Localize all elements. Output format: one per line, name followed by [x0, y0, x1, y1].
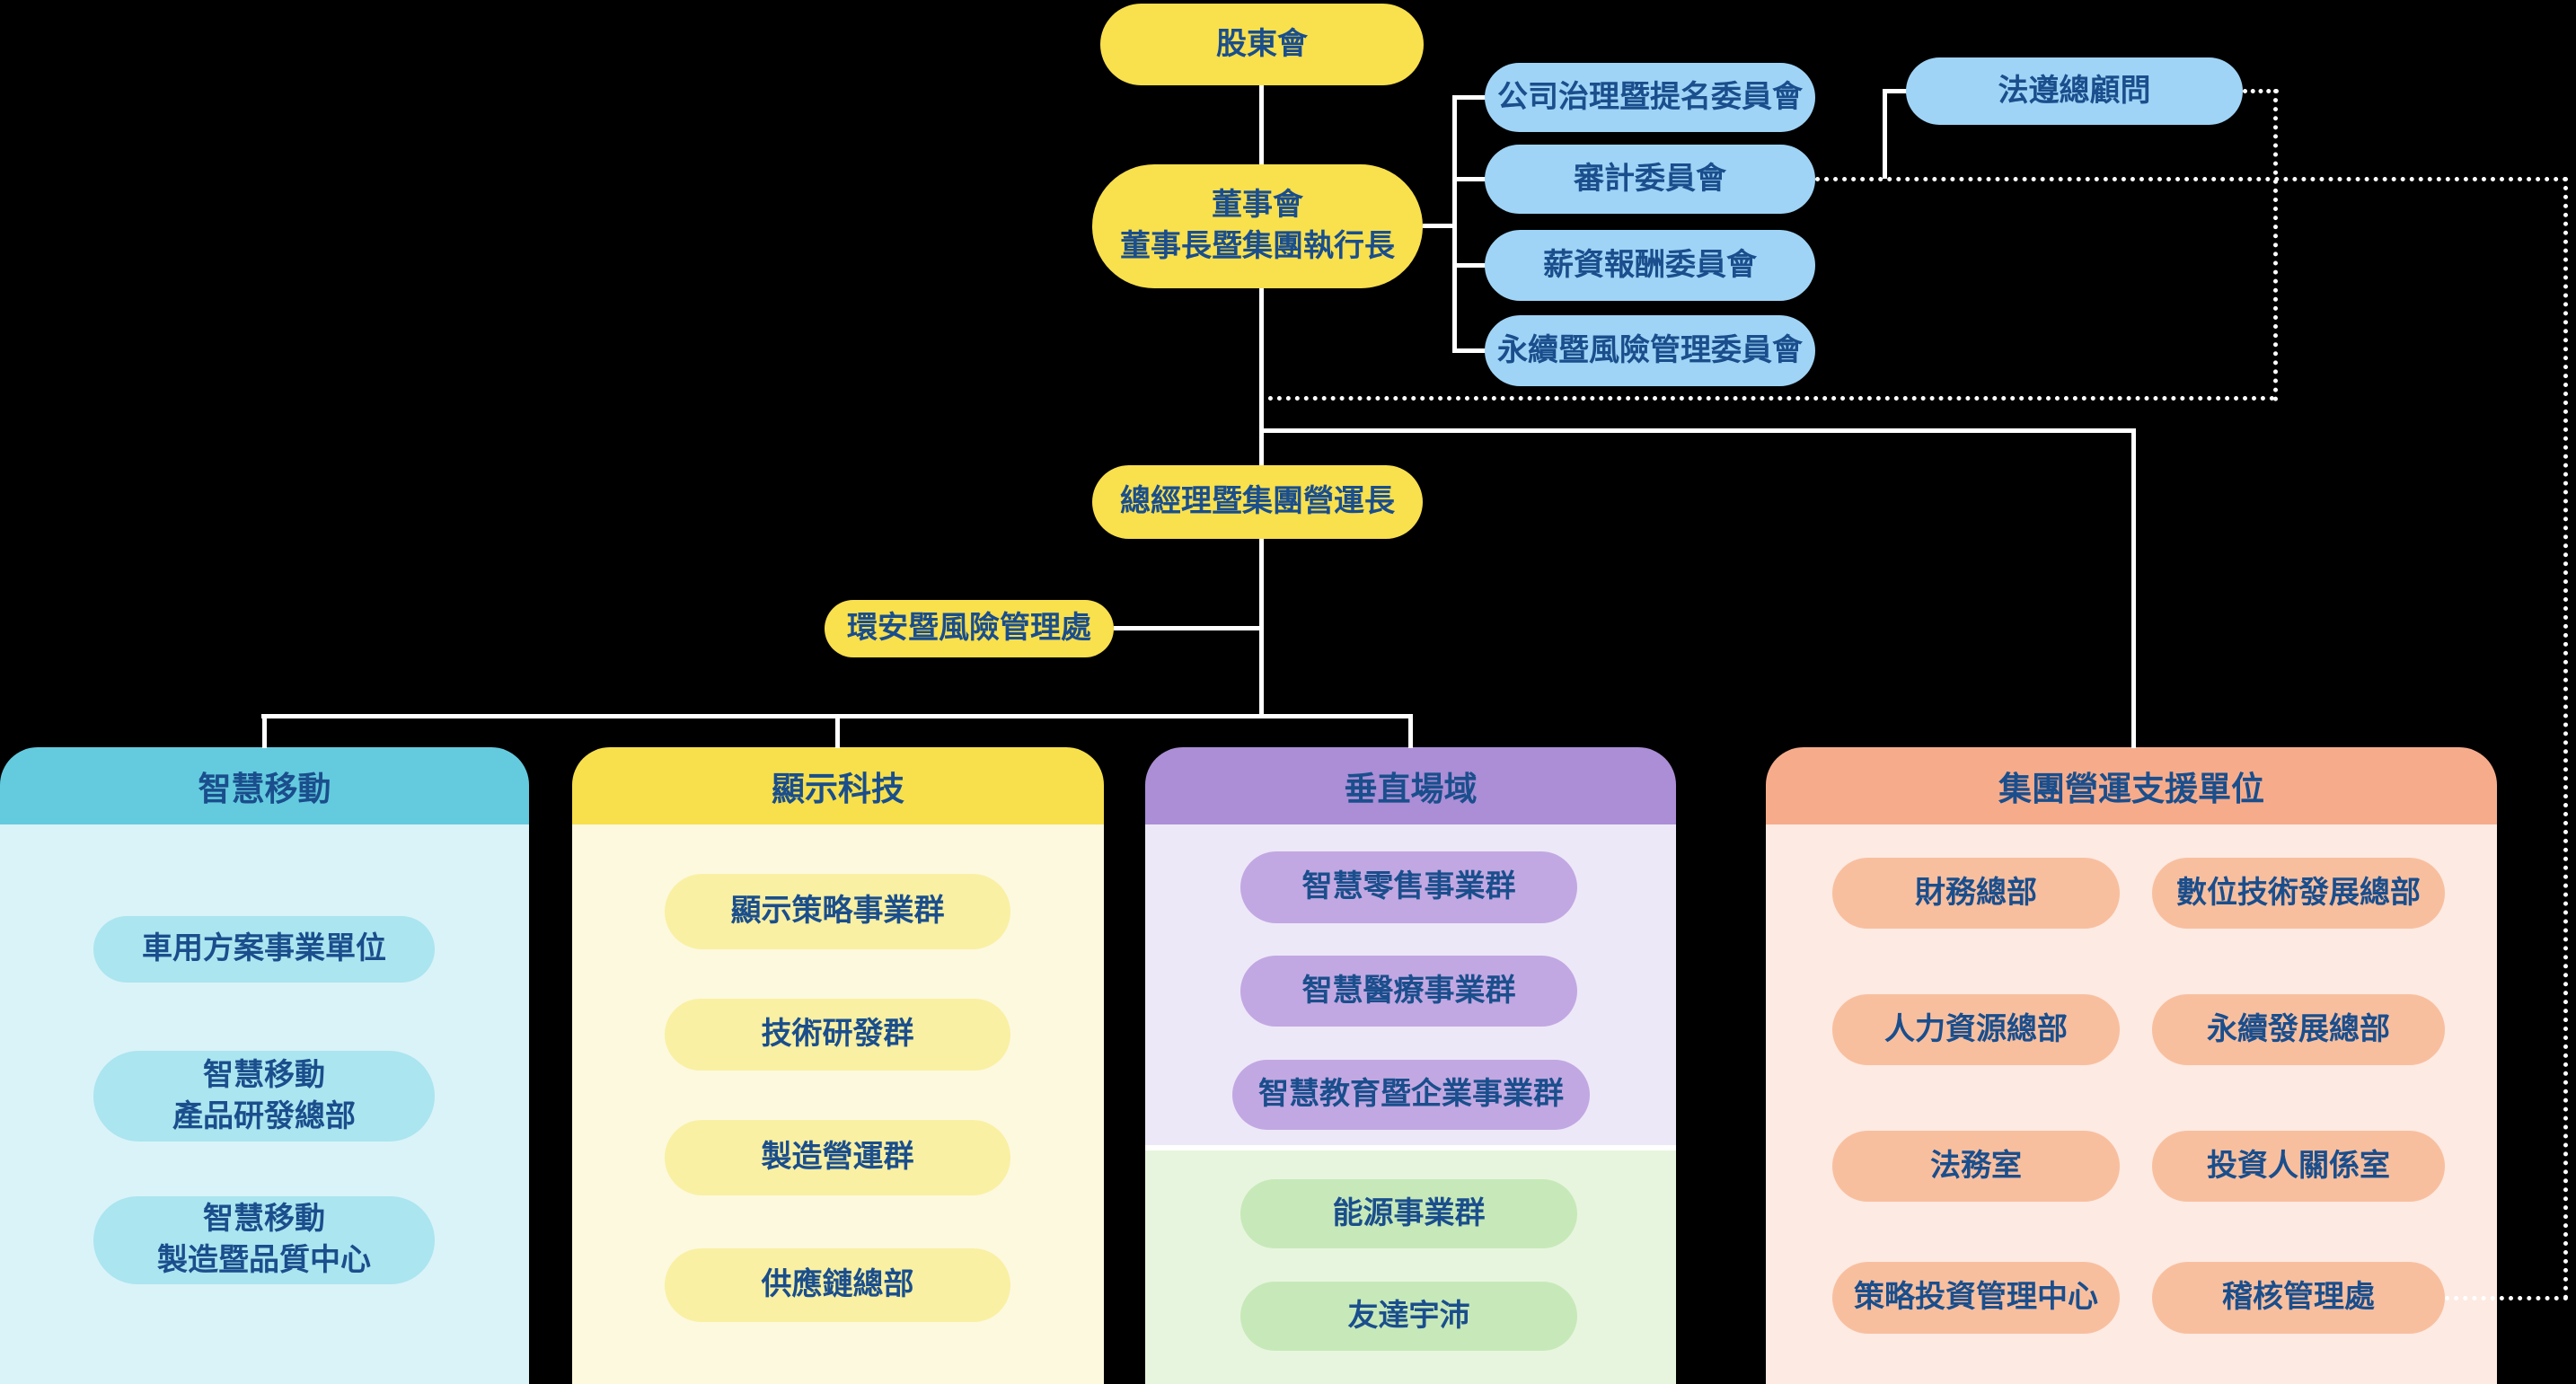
- committee-compensation-box: 薪資報酬委員會: [1485, 230, 1815, 301]
- ehs-office-box: 環安暨風險管理處: [825, 600, 1114, 657]
- line-audit-compliance-horizontal: [1883, 89, 1908, 93]
- unit-supply-chain: 供應鏈總部: [665, 1248, 1010, 1322]
- unit-display-strategy: 顯示策略事業群: [665, 874, 1010, 949]
- unit-automotive-solutions: 車用方案事業單位: [93, 916, 435, 983]
- line-stub-committee-4: [1452, 348, 1486, 353]
- unit-smart-education-enterprise: 智慧教育暨企業事業群: [1232, 1060, 1590, 1130]
- unit-digital-tech-hq: 數位技術發展總部: [2152, 858, 2445, 929]
- dotted-to-internal-audit: [2445, 1296, 2568, 1300]
- line-drop-vertical-domain: [1408, 714, 1413, 748]
- line-drop-smart-mobility: [262, 714, 267, 748]
- committee-governance-nomination-box: 公司治理暨提名委員會: [1485, 63, 1815, 132]
- division-header-smart-mobility: 智慧移動: [0, 747, 529, 824]
- line-shareholders-board: [1259, 85, 1264, 164]
- division-header-display-tech: 顯示科技: [572, 747, 1104, 824]
- line-stub-committee-1: [1452, 95, 1486, 100]
- unit-legal-office: 法務室: [1832, 1131, 2120, 1202]
- line-branch-support: [1259, 428, 2136, 433]
- unit-mobility-mfg-quality: 智慧移動 製造暨品質中心: [93, 1196, 435, 1284]
- unit-internal-audit: 稽核管理處: [2152, 1262, 2445, 1334]
- committee-sustainability-risk-box: 永續暨風險管理委員會: [1485, 315, 1815, 386]
- dotted-compliance-right: [2243, 89, 2279, 93]
- president-box: 總經理暨集團營運長: [1092, 465, 1423, 539]
- unit-sustainability-hq: 永續發展總部: [2152, 994, 2445, 1065]
- division-header-group-support: 集團營運支援單位: [1766, 747, 2497, 824]
- division-header-vertical-domain: 垂直場域: [1145, 747, 1676, 824]
- dotted-right-edge-vertical: [2563, 177, 2568, 1300]
- unit-mobility-product-rd: 智慧移動 產品研發總部: [93, 1051, 435, 1142]
- dotted-audit-right: [1815, 177, 2568, 181]
- dotted-compliance-vertical: [2273, 89, 2278, 401]
- unit-investor-relations: 投資人關係室: [2152, 1131, 2445, 1202]
- line-ehs-connector: [1114, 626, 1262, 630]
- unit-finance-hq: 財務總部: [1832, 858, 2120, 929]
- dotted-compliance-to-mainline: [1259, 396, 2275, 401]
- line-audit-compliance-vertical: [1883, 89, 1887, 179]
- compliance-advisor-box: 法遵總顧問: [1906, 57, 2243, 125]
- unit-strategic-investment: 策略投資管理中心: [1832, 1262, 2120, 1334]
- unit-energy: 能源事業群: [1240, 1179, 1577, 1248]
- board-box: 董事會 董事長暨集團執行長: [1092, 164, 1423, 288]
- shareholders-box: 股東會: [1100, 4, 1424, 85]
- unit-smart-retail: 智慧零售事業群: [1240, 851, 1577, 923]
- division-separator-vertical-energy: [1145, 1145, 1676, 1150]
- unit-manufacturing-ops: 製造營運群: [665, 1120, 1010, 1195]
- line-stub-committee-2: [1452, 177, 1486, 181]
- unit-auo-envirotech: 友達宇沛: [1240, 1282, 1577, 1351]
- unit-hr-hq: 人力資源總部: [1832, 994, 2120, 1065]
- line-drop-display-tech: [835, 714, 840, 748]
- line-committee-bracket: [1452, 95, 1457, 353]
- line-stub-committee-3: [1452, 263, 1486, 268]
- committee-audit-box: 審計委員會: [1485, 145, 1815, 214]
- unit-smart-medical: 智慧醫療事業群: [1240, 956, 1577, 1027]
- line-board-bracket-stub: [1423, 224, 1457, 228]
- line-board-president: [1259, 286, 1264, 467]
- unit-technology-rd: 技術研發群: [665, 999, 1010, 1071]
- line-drop-support: [2131, 428, 2136, 748]
